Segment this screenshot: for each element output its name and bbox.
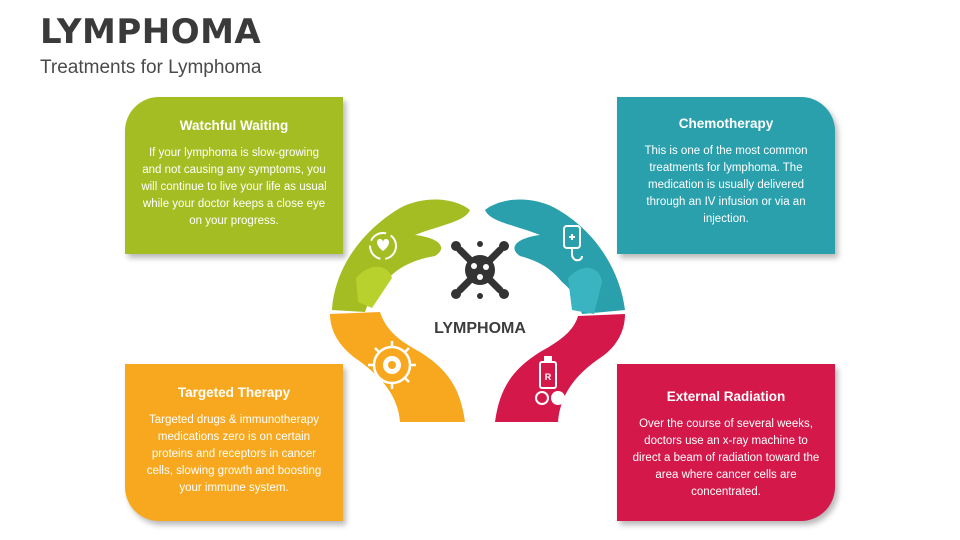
card-watchful-waiting: Watchful Waiting If your lymphoma is slo…: [125, 97, 343, 254]
card-chemotherapy: Chemotherapy This is one of the most com…: [617, 97, 835, 254]
card-external-radiation: External Radiation Over the course of se…: [617, 364, 835, 521]
center-label: LYMPHOMA: [434, 320, 526, 337]
page-title: LYMPHOMA: [40, 12, 262, 52]
card-title: External Radiation: [666, 389, 786, 404]
card-text: If your lymphoma is slow-growing and not…: [141, 147, 327, 227]
radiation-pills-icon: R: [535, 356, 565, 405]
teal-thumb: [568, 267, 602, 314]
red-hand: [495, 314, 625, 422]
target-cell-icon: [368, 341, 416, 389]
card-title: Chemotherapy: [678, 116, 774, 131]
rx-glyph: R: [545, 372, 552, 382]
card-text: This is one of the most common treatment…: [644, 145, 808, 225]
hands-diagram: R: [330, 199, 625, 422]
green-hand: [332, 199, 470, 312]
card-text: Over the course of several weeks, doctor…: [632, 418, 820, 498]
card-text: Targeted drugs & immunotherapy medicatio…: [146, 414, 322, 494]
iv-bag-icon: [563, 225, 583, 262]
virus-cell-icon: [451, 241, 509, 299]
card-title: Targeted Therapy: [177, 385, 291, 400]
card-title: Watchful Waiting: [179, 118, 289, 133]
heart-cycle-icon: [369, 232, 397, 260]
card-targeted-therapy: Targeted Therapy Targeted drugs & immuno…: [125, 364, 343, 521]
green-thumb: [356, 266, 392, 308]
page-subtitle: Treatments for Lymphoma: [40, 57, 262, 78]
